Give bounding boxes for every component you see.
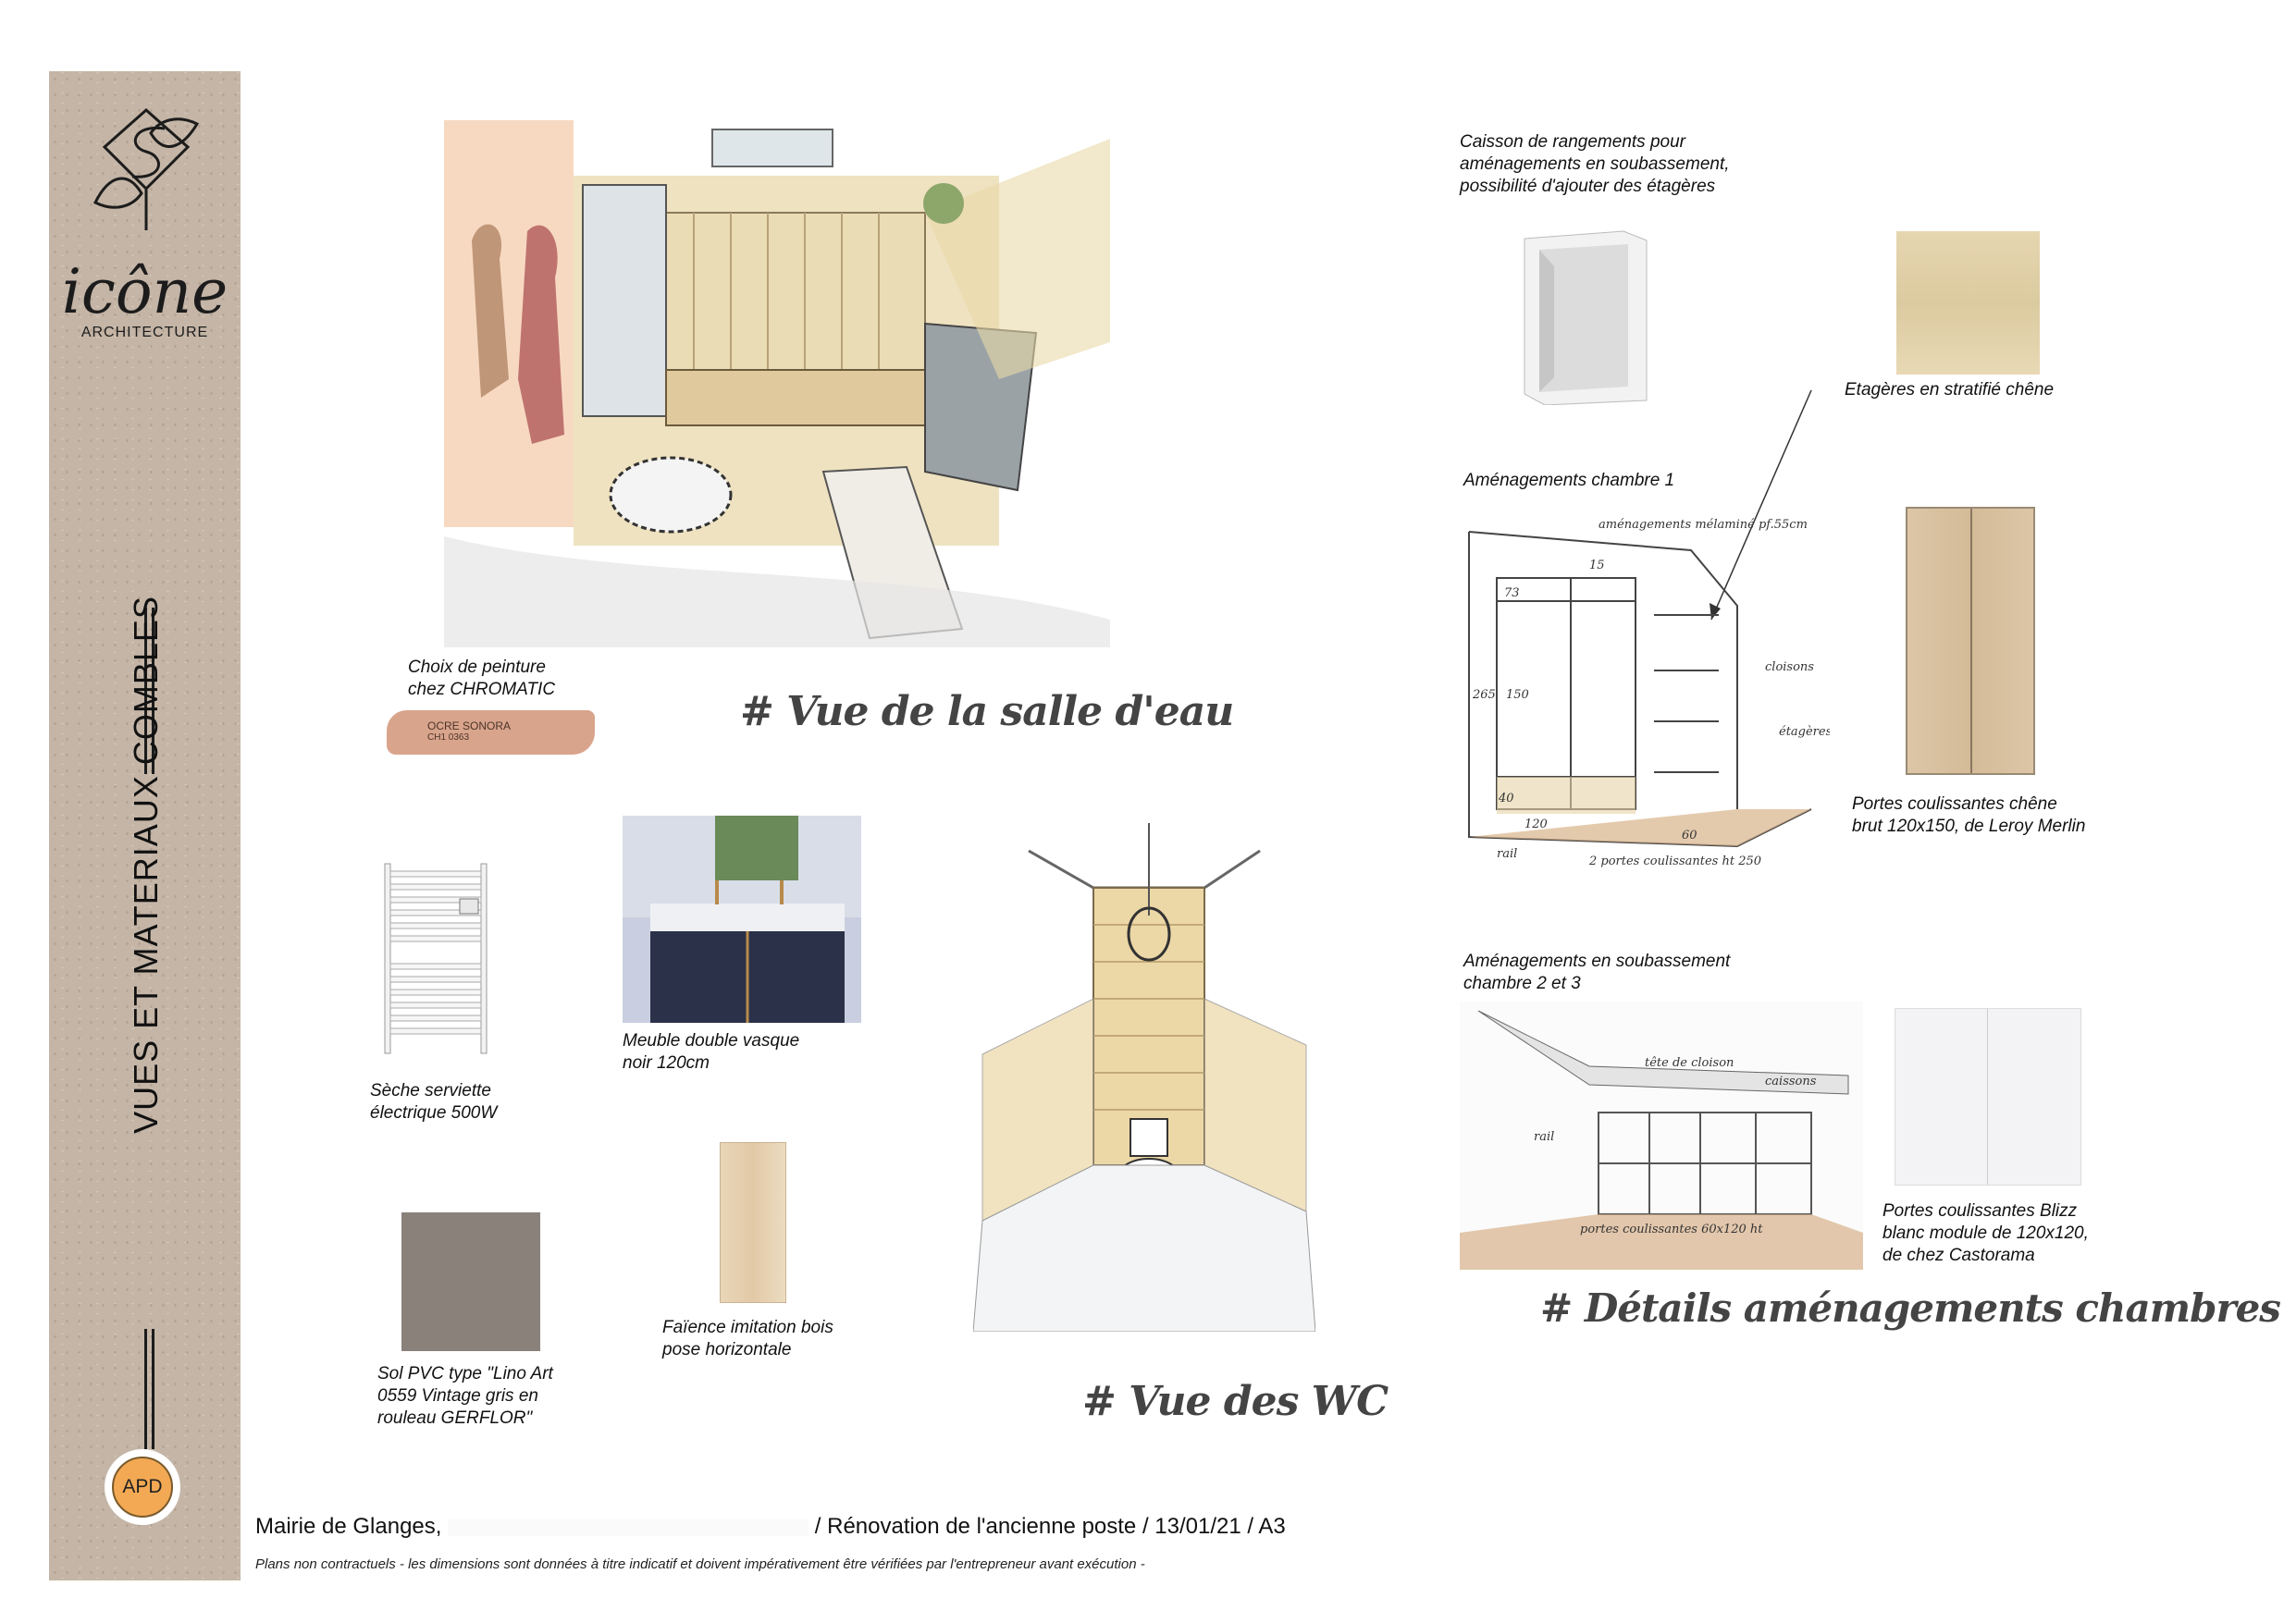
vertical-title: VUES ET MATERIAUX COMBLES — [127, 596, 165, 1134]
label-cloisons: cloisons — [1765, 660, 1814, 674]
floor-sample — [401, 1212, 540, 1351]
caisson-caption-1: Caisson de rangements pour — [1460, 132, 1685, 152]
paint-swatch — [387, 710, 595, 755]
oak-doors-caption-1: Portes coulissantes chêne — [1852, 794, 2057, 814]
caisson-caption-3: possibilité d'ajouter des étagères — [1460, 177, 1716, 196]
vanity-caption-2: noir 120cm — [623, 1053, 710, 1073]
paint-caption-1: Choix de peinture — [408, 658, 546, 677]
label-265: 265 — [1472, 688, 1496, 702]
caisson-caption-2: aménagements en soubassement, — [1460, 154, 1730, 174]
label-60: 60 — [1682, 829, 1697, 842]
vanity-caption-1: Meuble double vasque — [623, 1031, 800, 1051]
divider-bottom-2 — [152, 1329, 154, 1449]
label-120: 120 — [1524, 818, 1548, 831]
label-portes-2: portes coulissantes 60x120 ht — [1580, 1223, 1763, 1236]
footer-disclaimer: Plans non contractuels - les dimensions … — [255, 1556, 1145, 1572]
label-portes: 2 portes coulissantes ht 250 — [1588, 855, 1761, 868]
paint-swatch-code: CH1 0363 — [427, 732, 470, 743]
shelves-caption: Etagères en stratifié chêne — [1845, 380, 2055, 400]
floor-caption-1: Sol PVC type "Lino Art — [377, 1364, 553, 1383]
label-40: 40 — [1498, 792, 1514, 805]
vanity-photo — [623, 816, 861, 1023]
bedroom-details-heading: # Détails aménagements chambres — [1540, 1285, 2281, 1331]
room23-caption-2: chambre 2 et 3 — [1463, 974, 1581, 993]
footer-title: Mairie de Glanges, / Rénovation de l'anc… — [255, 1514, 1286, 1540]
blizz-caption-2: blanc module de 120x120, — [1882, 1223, 2089, 1243]
wc-sketch — [973, 823, 1315, 1332]
towel-caption-2: électrique 500W — [370, 1103, 498, 1123]
divider-top-2 — [152, 608, 154, 774]
label-tete-cloison: tête de cloison — [1645, 1056, 1734, 1070]
room1-sketch: aménagements mélaminé pf.55cm cloisons é… — [1468, 518, 1830, 868]
label-73: 73 — [1504, 586, 1520, 600]
storage-box-image — [1524, 230, 1648, 405]
floor-caption-2: 0559 Vintage gris en — [377, 1386, 538, 1406]
paint-swatch-name: OCRE SONORA — [427, 719, 512, 732]
door-split — [1970, 509, 1972, 773]
oak-doors-caption-2: brut 120x150, de Leroy Merlin — [1852, 817, 2086, 836]
logo-subtitle: ARCHITECTURE — [80, 325, 209, 340]
divider-top — [144, 608, 147, 774]
tile-caption-1: Faïence imitation bois — [662, 1318, 833, 1337]
divider-bottom — [144, 1329, 147, 1449]
room23-caption-1: Aménagements en soubassement — [1463, 952, 1731, 971]
footer-project: Mairie de Glanges, — [255, 1514, 442, 1539]
blizz-caption-1: Portes coulissantes Blizz — [1882, 1201, 2078, 1221]
label-caissons: caissons — [1765, 1075, 1817, 1088]
room1-caption: Aménagements chambre 1 — [1463, 471, 1675, 490]
paint-caption-2: chez CHROMATIC — [408, 680, 556, 699]
oak-sliding-door-image — [1906, 507, 2035, 775]
bathroom-sketch — [444, 120, 1110, 647]
blizz-caption-3: de chez Castorama — [1882, 1246, 2035, 1265]
wood-tile-sample — [720, 1142, 786, 1303]
logo-name: icône — [61, 256, 228, 327]
bathroom-view-heading: # Vue de la salle d'eau — [740, 688, 1234, 735]
towel-caption-1: Sèche serviette — [370, 1081, 491, 1100]
towel-rail-image — [384, 863, 488, 1054]
room23-sketch: tête de cloison caissons rail portes cou… — [1460, 1002, 1863, 1270]
wc-view-heading: # Vue des WC — [1082, 1378, 1389, 1425]
oak-shelf-sample — [1896, 231, 2040, 375]
label-rail-2: rail — [1534, 1130, 1554, 1144]
label-melamine: aménagements mélaminé pf.55cm — [1599, 518, 1808, 532]
white-sliding-door-image — [1895, 1008, 2081, 1186]
logo-hands-icon — [93, 107, 200, 230]
label-150: 150 — [1506, 688, 1529, 702]
tile-caption-2: pose horizontale — [662, 1340, 792, 1359]
door-split-2 — [1987, 1009, 1988, 1185]
footer-project-rest: / Rénovation de l'ancienne poste / 13/01… — [814, 1514, 1286, 1539]
label-15: 15 — [1589, 559, 1605, 572]
label-rail: rail — [1497, 847, 1517, 861]
footer-redacted — [448, 1518, 809, 1536]
label-etageres: étagères sur tasseaux — [1779, 725, 1830, 739]
sidebar-band: icône ARCHITECTURE VUES ET MATERIAUX COM… — [49, 71, 241, 1580]
phase-badge: APD — [112, 1457, 173, 1518]
floor-caption-3: rouleau GERFLOR" — [377, 1408, 533, 1428]
